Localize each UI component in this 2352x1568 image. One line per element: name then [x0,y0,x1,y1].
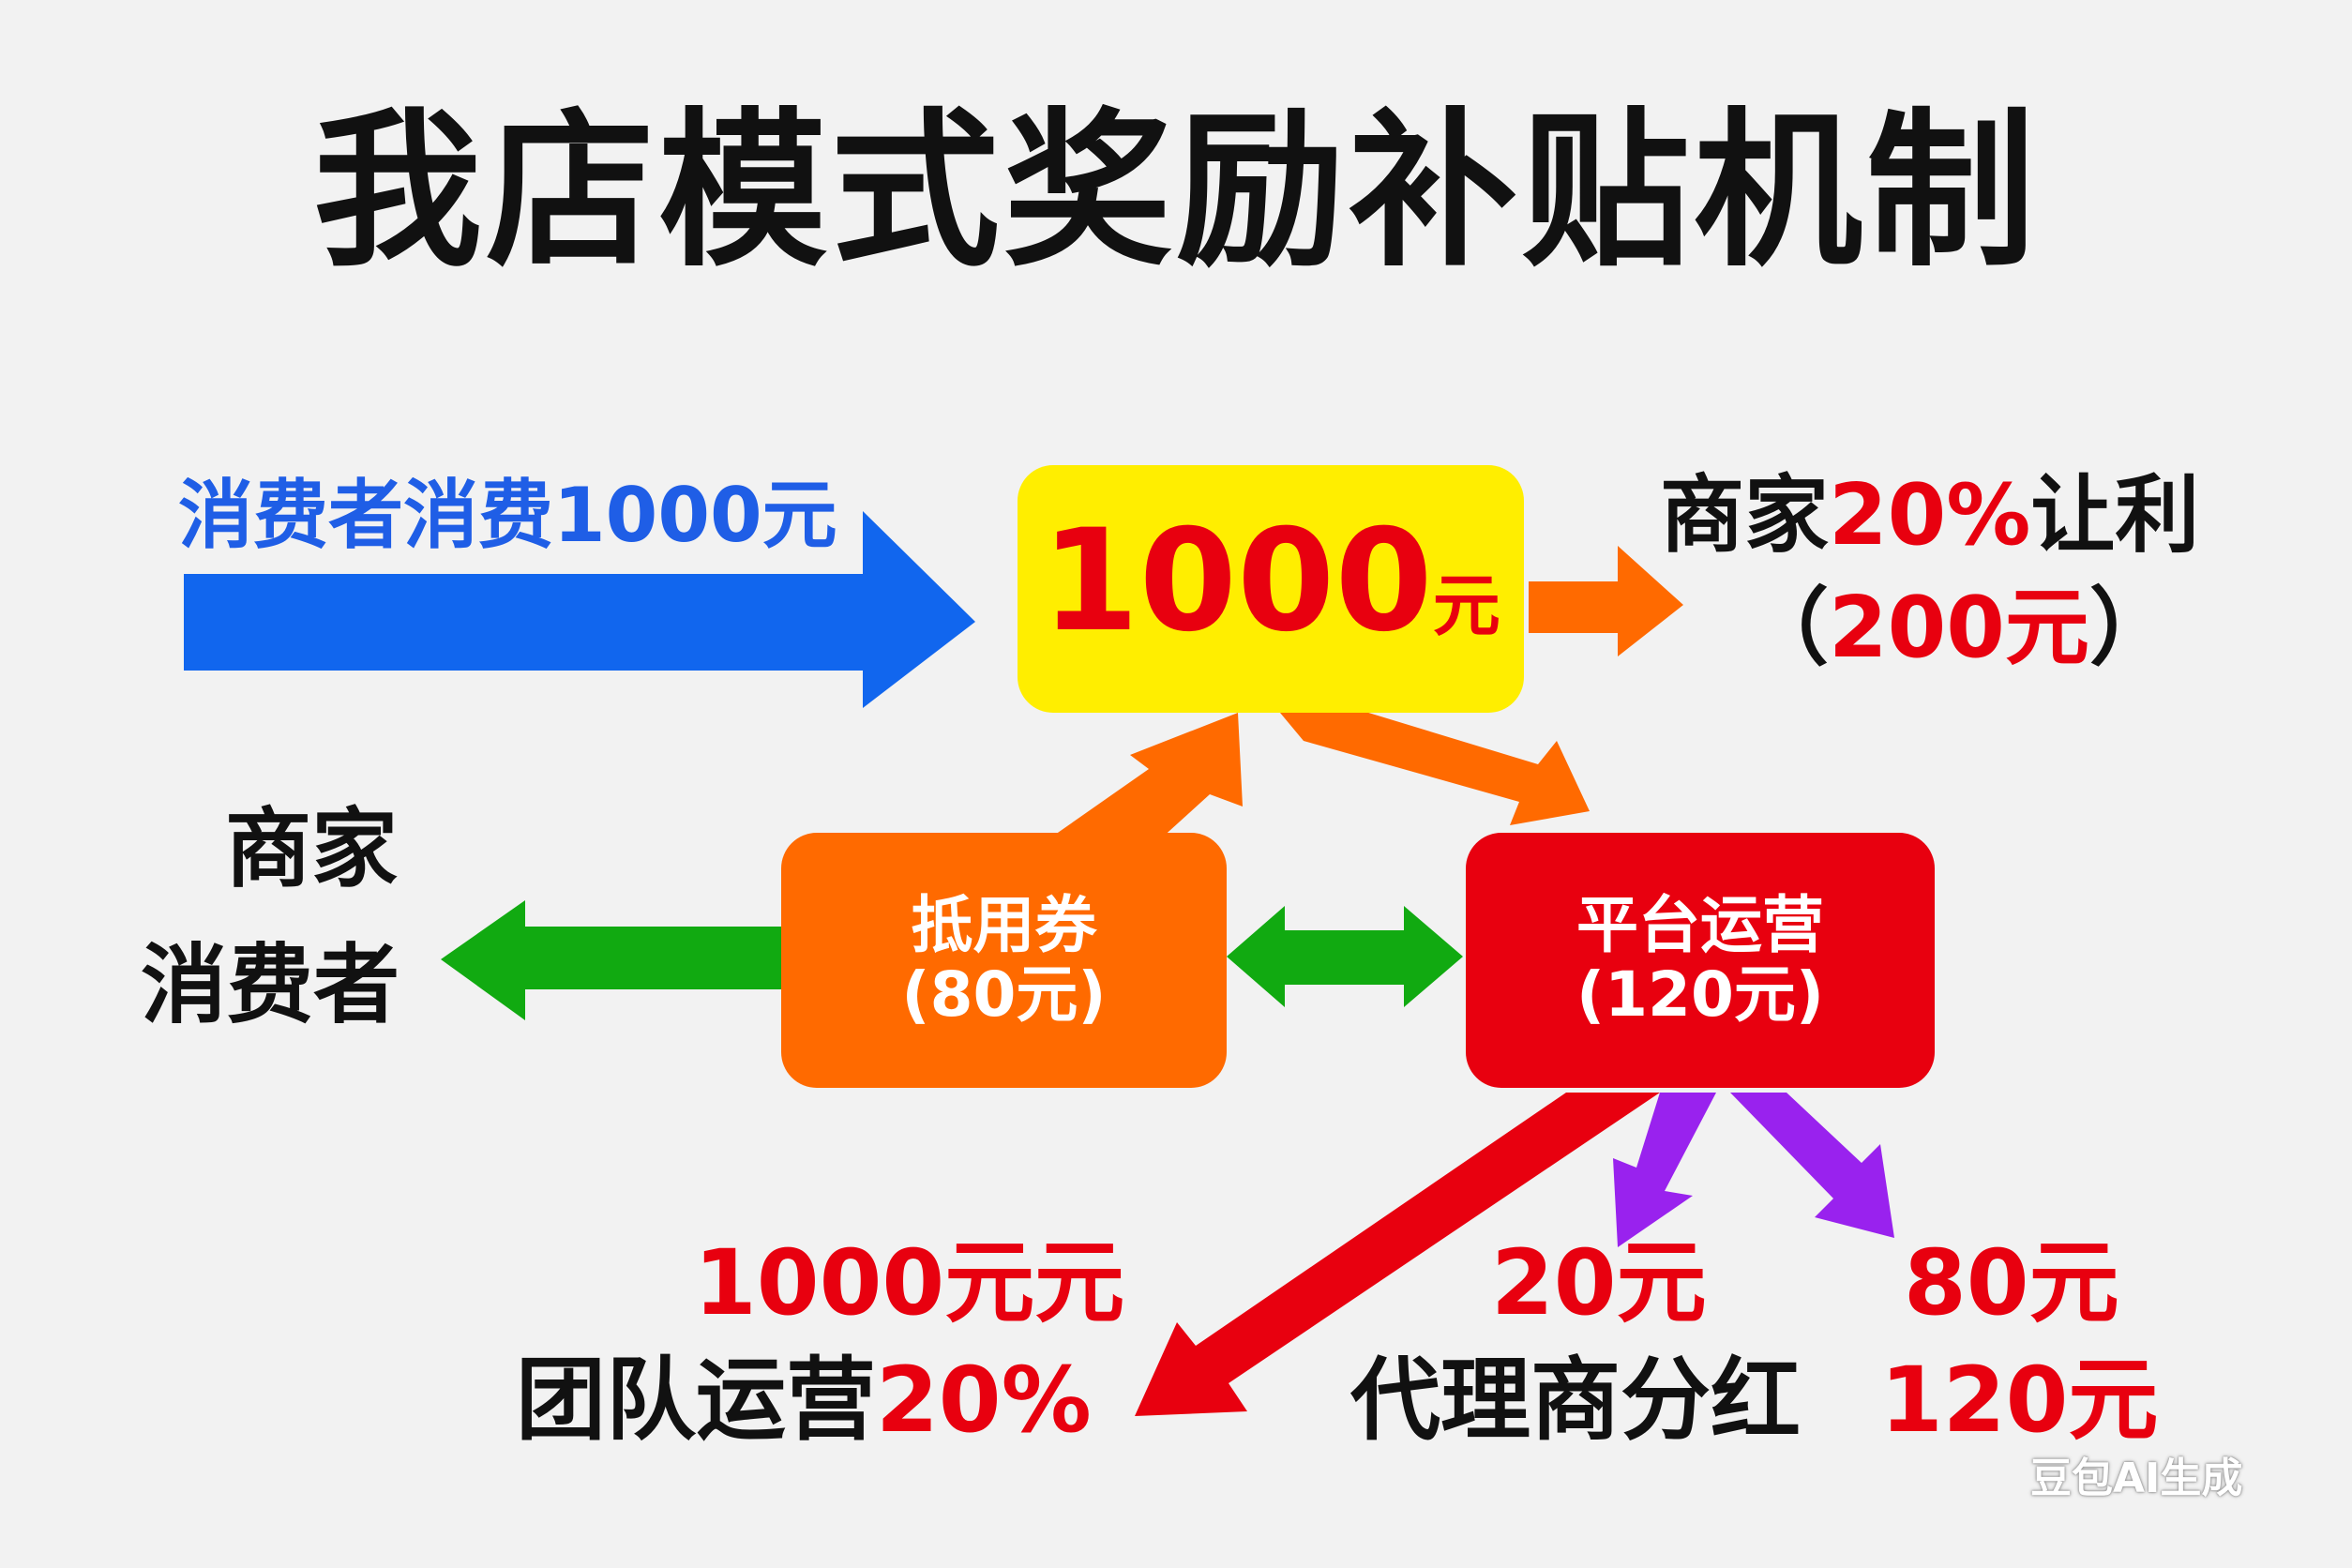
platform-amount: (120元) [1576,958,1825,1031]
platform-to-third-arrow [1730,1093,1894,1238]
merchant-concession-line2: （200元） [1744,586,2174,671]
team-label: 团队运营 [516,1348,876,1453]
center-amount: 1000 [1041,500,1433,663]
paren-close: ） [2088,579,2174,677]
consumer-spend-label: 消费者消费1000元 [178,472,837,559]
concession-word: 让利 [2030,466,2200,565]
team-amount: 1000元元 [694,1230,1125,1335]
third-amount-bottom: 120元 [1880,1348,2159,1453]
voucher-to-recipients-arrow [441,900,781,1020]
concession-arrow [1529,546,1683,656]
agent-amount: 20元 [1491,1230,1707,1335]
platform-to-agent-arrow [1613,1093,1716,1247]
platform-box: 平台运营 (120元) [1466,833,1935,1088]
agent-label: 代理商分红 [1350,1348,1801,1453]
center-unit: 元 [1432,566,1500,645]
watermark: 豆包AI生成 [2030,1455,2243,1502]
team-label-line: 团队运营20% [516,1355,1092,1445]
team-percent: 20% [876,1348,1092,1453]
paren-open: （ [1744,579,1829,677]
platform-label: 平台运营 [1576,889,1824,962]
concession-percent: 20% [1829,466,2031,565]
voucher-label: 抵用券 [911,889,1097,962]
merchant-concession-line1: 商家20%让利 [1660,474,2199,558]
recipient-consumer: 消费者 [141,935,400,1035]
voucher-amount: (80元) [901,958,1107,1031]
center-amount-box: 1000 元 [1018,465,1524,713]
merchant-word: 商家 [1660,466,1829,565]
recipient-merchant: 商家 [225,799,399,899]
concession-amount: 200元 [1829,579,2089,677]
consumer-input-arrow [184,511,975,708]
voucher-platform-double-arrow [1227,906,1463,1007]
center-to-platform-arrow [1280,699,1590,825]
platform-to-team-arrow [1135,1093,1660,1416]
third-amount-top: 80元 [1904,1230,2119,1335]
voucher-to-center-arrow [1055,713,1243,858]
voucher-box: 抵用券 (80元) [781,833,1227,1088]
page-title: 我店模式奖励补贴机制 [312,94,2039,290]
